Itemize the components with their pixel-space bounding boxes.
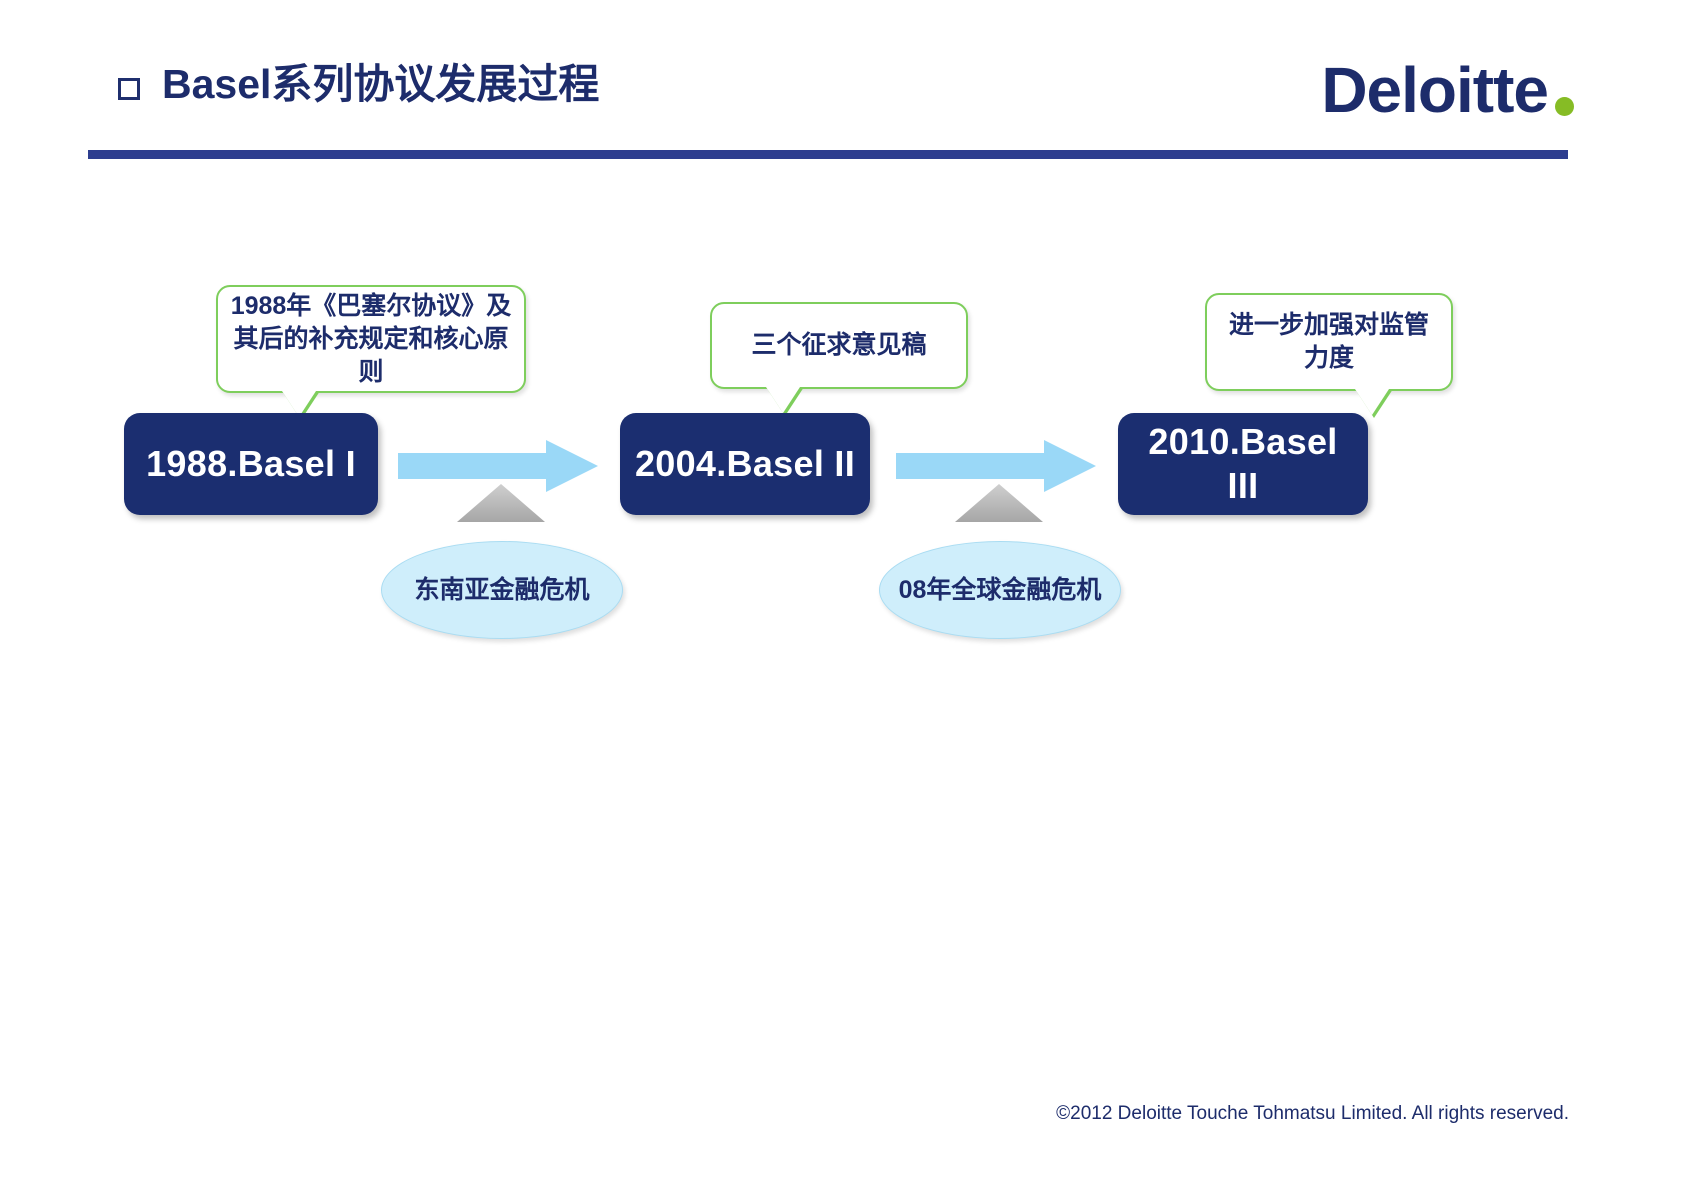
footer-copyright: ©2012 Deloitte Touche Tohmatsu Limited. … — [1056, 1103, 1569, 1124]
callout-tail-1 — [282, 391, 316, 417]
milestone-box-basel-2: 2004.Basel II — [620, 413, 870, 515]
green-dot-icon — [1555, 97, 1574, 116]
callout-box-2: 三个征求意见稿 — [710, 302, 968, 416]
callout-text-2: 三个征求意见稿 — [751, 331, 927, 359]
crisis-ellipse-2: 08年全球金融危机 — [879, 541, 1121, 639]
milestone-label-2: 2004.Basel II — [634, 443, 856, 485]
crisis-label-2: 08年全球金融危机 — [898, 575, 1102, 604]
right-arrow-icon-1 — [398, 440, 598, 492]
up-triangle-icon-1 — [457, 484, 545, 522]
hollow-square-bullet-icon — [118, 77, 140, 100]
callout-text-3: 进一步加强对监管力度 — [1228, 311, 1429, 372]
callout-tail-2 — [766, 387, 800, 413]
milestone-label-1: 1988.Basel I — [146, 443, 356, 485]
callout-box-3: 进一步加强对监管力度 — [1205, 293, 1453, 418]
title-row: Basel系列协议发展过程 — [118, 61, 600, 107]
logo-wordmark: Deloitte — [1321, 54, 1549, 126]
callout-text-1: 1988年《巴塞尔协议》及其后的补充规定和核心原则 — [230, 291, 512, 386]
callout-tail-3 — [1355, 389, 1389, 415]
milestone-label-3: 2010.Basel III — [1148, 421, 1338, 506]
right-arrow-icon-2 — [896, 440, 1096, 492]
header-divider — [88, 150, 1568, 159]
callout-box-1: 1988年《巴塞尔协议》及其后的补充规定和核心原则 — [216, 285, 526, 420]
deloitte-logo: Deloitte — [1321, 58, 1574, 122]
crisis-ellipse-1: 东南亚金融危机 — [381, 541, 623, 639]
up-triangle-icon-2 — [955, 484, 1043, 522]
milestone-box-basel-3: 2010.Basel III — [1118, 413, 1368, 515]
milestone-box-basel-1: 1988.Basel I — [124, 413, 378, 515]
crisis-label-1: 东南亚金融危机 — [414, 575, 590, 604]
page-title: Basel系列协议发展过程 — [162, 61, 600, 107]
slide-header: Basel系列协议发展过程 Deloitte — [0, 0, 1684, 170]
